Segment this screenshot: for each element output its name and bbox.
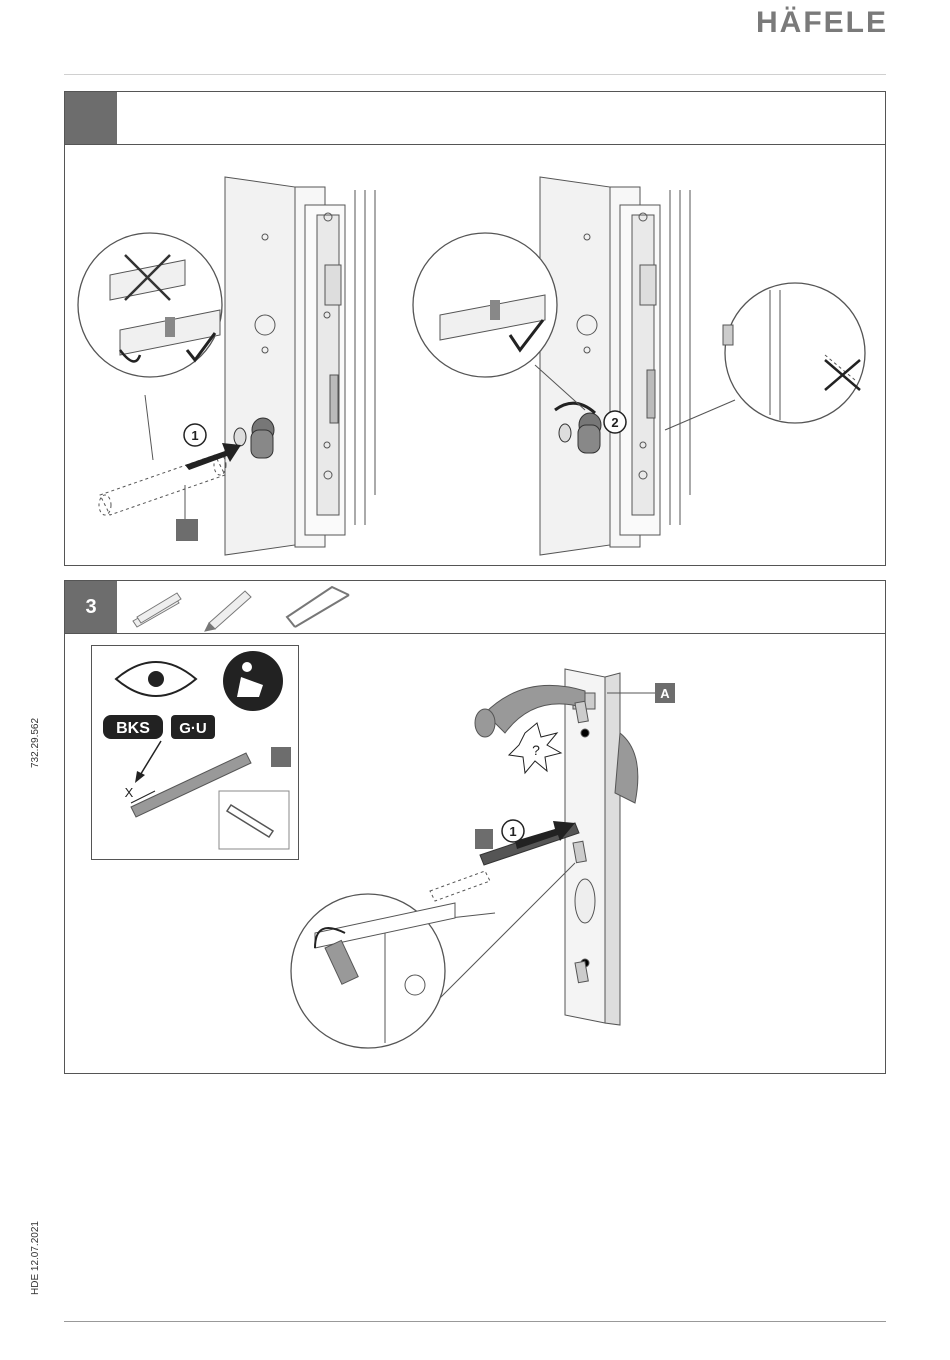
dashed-cylinder-outline: [99, 455, 226, 515]
part-marker-left: [176, 519, 198, 541]
callout-2-number: 2: [611, 415, 618, 430]
footer-date-code: HDE 12.07.2021: [30, 1221, 41, 1295]
zoom-circle-saw: [291, 863, 575, 1048]
step-3-illustration: 1 ? A: [285, 633, 885, 1073]
step-3-panel: 3 BKS: [64, 580, 886, 1074]
footer-divider: [64, 1321, 886, 1322]
step-1-number-box: [65, 92, 117, 144]
callout-1-number: 1: [191, 428, 198, 443]
gu-label: G·U: [179, 720, 207, 737]
read-manual-icon: [223, 651, 283, 711]
hacksaw-icon: [287, 587, 349, 627]
dashed-spindle: [430, 871, 490, 901]
article-number: 732.29.562: [30, 718, 41, 768]
step-3-number-box: 3: [65, 581, 117, 633]
step3-callout-number: 1: [509, 824, 516, 839]
brand-logo: HÄFELE: [756, 6, 888, 40]
part-marker-main: [475, 829, 493, 849]
measure-x-label: X: [125, 785, 134, 800]
tool-icons: [127, 581, 387, 633]
zoom-circle-right: [665, 283, 865, 430]
step-1-header: [65, 92, 885, 145]
door-frame-left: [225, 177, 375, 555]
step-3-header: 3: [65, 581, 885, 634]
pencil-icon: [205, 591, 251, 631]
svg-text:?: ?: [532, 742, 540, 758]
step-1-illustration: 1: [65, 145, 885, 565]
bks-label: BKS: [116, 720, 150, 737]
info-box: BKS G·U X: [91, 645, 301, 861]
header-divider: [64, 74, 886, 75]
door-frame-right: [540, 177, 690, 555]
ruler-icon: [133, 593, 181, 627]
step-1-panel: 1: [64, 91, 886, 566]
part-a-label: A: [660, 686, 670, 701]
